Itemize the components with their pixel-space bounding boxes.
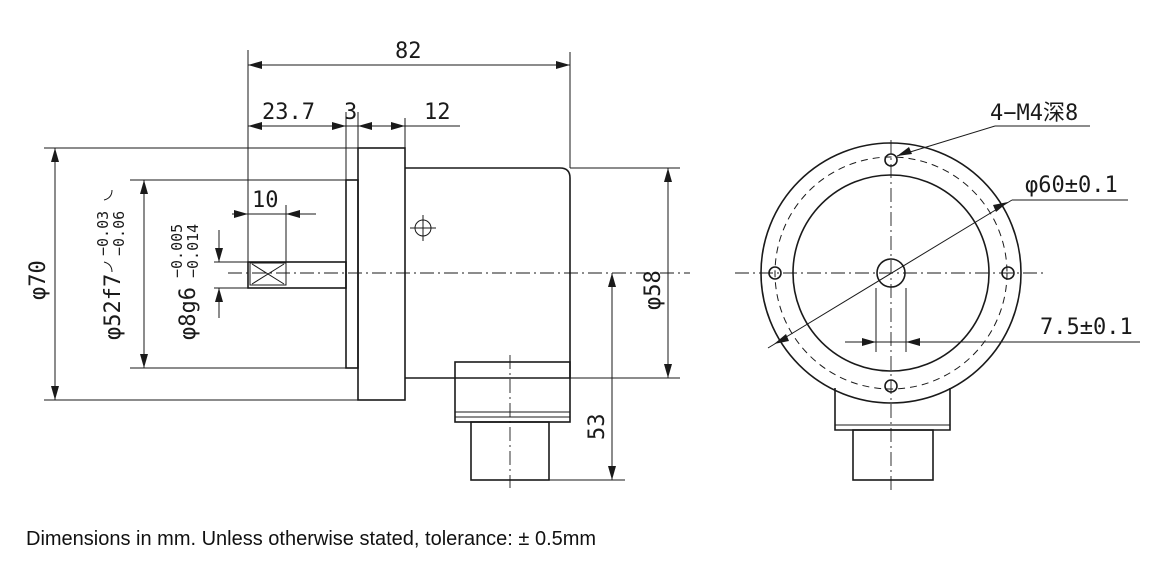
front-connector-plug <box>852 429 934 481</box>
dim-overall-length: 82 <box>395 39 422 64</box>
tolerance-note: Dimensions in mm. Unless otherwise state… <box>26 528 597 550</box>
connector-housing <box>454 361 571 423</box>
dim-flange-thickness: 3 <box>344 100 357 125</box>
dim-shaft-tol-upper: −0.005 <box>168 224 186 278</box>
dim-flange-dia: φ70 <box>26 260 51 300</box>
dim-pilot-tol-lower: −0.06 <box>110 211 128 256</box>
dim-shaft-length: 23.7 <box>262 100 315 125</box>
dim-pilot-tol-upper: −0.03 <box>94 211 112 256</box>
dim-key-length: 10 <box>252 188 279 213</box>
dim-bolt-circle: φ60±0.1 <box>1025 173 1118 198</box>
side-view: 82 23.7 3 12 10 φ70 φ52f7 −0.03 −0 <box>26 39 690 488</box>
dim-body-dia: φ58 <box>641 270 666 310</box>
dim-pilot-dia: φ52f7 <box>101 274 126 340</box>
dim-connector-height: 53 <box>585 414 610 441</box>
dim-shaft-tol-lower: −0.014 <box>184 224 202 278</box>
encoder-body <box>405 167 571 379</box>
dim-body-offset: 12 <box>424 100 451 125</box>
dim-mount-holes: 4−M4深8 <box>990 101 1078 126</box>
pilot-boss <box>345 179 359 369</box>
dim-shaft-dia: φ8g6 <box>176 287 201 340</box>
dim-connector-offset: 7.5±0.1 <box>1040 315 1133 340</box>
front-connector-housing <box>834 388 951 431</box>
front-view: 4−M4深8 φ60±0.1 7.5±0.1 <box>735 101 1140 490</box>
shaft-flat <box>249 262 287 286</box>
shaft <box>247 261 347 289</box>
flange <box>357 147 406 401</box>
